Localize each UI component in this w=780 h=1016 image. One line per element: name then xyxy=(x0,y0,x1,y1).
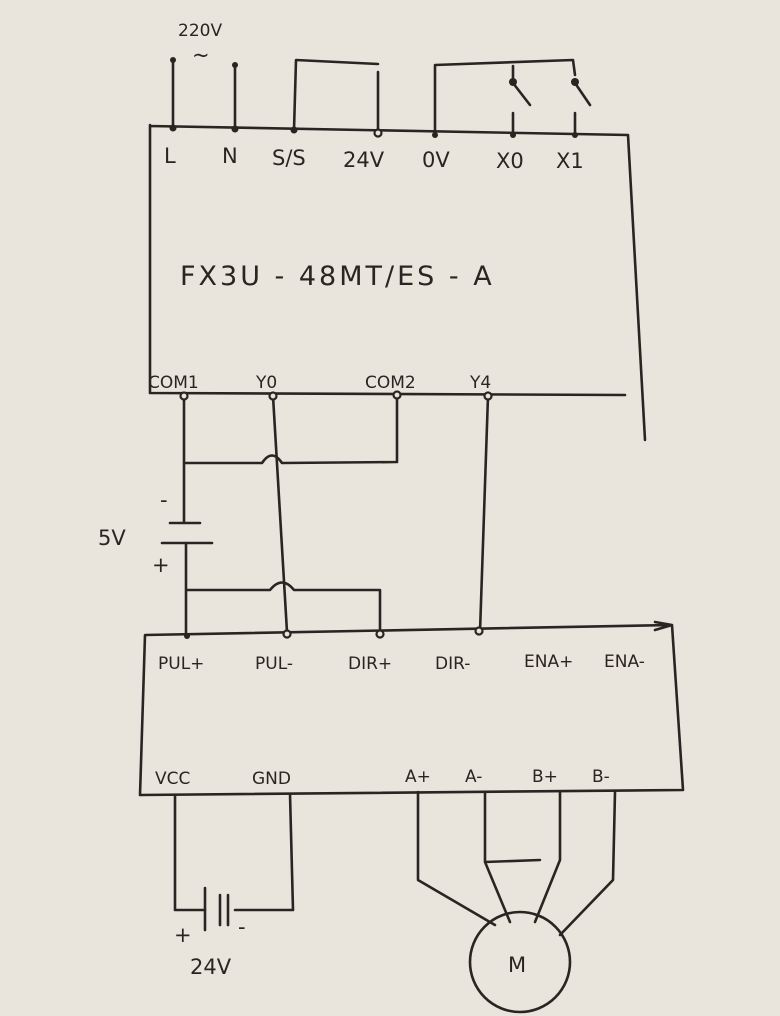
battery-5v-label: 5V xyxy=(98,526,126,550)
motor-wires xyxy=(416,790,617,937)
terminal-dot xyxy=(392,390,402,400)
driver-terminal-gnd: GND xyxy=(252,769,291,789)
plc-terminal-y4: Y4 xyxy=(469,373,491,393)
wire-y0-pul-minus xyxy=(271,394,289,634)
plc-terminal-x1: X1 xyxy=(556,149,584,173)
battery-24v-pos: + xyxy=(174,923,192,947)
ac-symbol: ~ xyxy=(192,43,210,67)
driver-terminal-dir-minus: DIR- xyxy=(435,654,470,674)
wire-vcc-gnd-24v xyxy=(173,792,295,912)
driver-terminal-ena-plus: ENA+ xyxy=(524,652,573,672)
plc-terminal-24v: 24V xyxy=(343,148,385,172)
terminal-dot xyxy=(179,391,189,401)
switch-x0-icon xyxy=(509,78,517,86)
terminal-dot xyxy=(170,57,176,63)
plc-terminal-ss: S/S xyxy=(272,146,306,170)
plc-top-terminal-dots xyxy=(169,124,578,138)
driver-terminal-ena-minus: ENA- xyxy=(604,652,645,672)
driver-terminal-b-minus: B- xyxy=(592,767,610,787)
power-voltage-label: 220V xyxy=(178,21,222,41)
wire-com1-5v-neg xyxy=(182,393,399,524)
driver-terminal-vcc: VCC xyxy=(155,769,190,789)
wire-ss-24v xyxy=(292,58,380,135)
driver-terminal-pul-plus: PUL+ xyxy=(158,654,204,674)
driver-terminal-a-plus: A+ xyxy=(405,767,431,787)
driver-top-terminal-dots xyxy=(184,626,484,639)
switch-x1-icon xyxy=(571,78,579,86)
motor-icon xyxy=(468,910,572,1014)
terminal-dot xyxy=(232,62,238,68)
driver-terminal-b-plus: B+ xyxy=(532,767,558,787)
plc-model-label: FX3U - 48MT/ES - A xyxy=(180,261,495,292)
battery-24v-label: 24V xyxy=(190,955,232,979)
battery-5v-icon xyxy=(160,521,214,545)
battery-24v-neg: - xyxy=(238,915,246,939)
motor-label: M xyxy=(508,953,526,977)
driver-box xyxy=(138,620,685,797)
plc-terminal-com2: COM2 xyxy=(365,373,416,393)
driver-terminal-a-minus: A- xyxy=(465,767,482,787)
terminal-dot xyxy=(483,391,493,401)
plc-terminal-0v: 0V xyxy=(422,148,450,172)
battery-24v-icon xyxy=(203,886,230,932)
driver-terminal-pul-minus: PUL- xyxy=(255,654,293,674)
plc-terminal-l: L xyxy=(164,144,176,168)
plc-terminal-com1: COM1 xyxy=(148,373,199,393)
battery-5v-neg: - xyxy=(160,488,168,512)
plc-terminal-x0: X0 xyxy=(496,149,524,173)
plc-box xyxy=(148,123,647,442)
battery-5v-pos: + xyxy=(152,553,170,577)
plc-terminal-n: N xyxy=(222,144,238,168)
wire-0v-x xyxy=(433,58,592,137)
driver-terminal-dir-plus: DIR+ xyxy=(348,654,392,674)
plc-terminal-y0: Y0 xyxy=(255,373,277,393)
terminal-dot xyxy=(268,391,278,401)
wire-y4-dir-minus xyxy=(478,394,490,634)
